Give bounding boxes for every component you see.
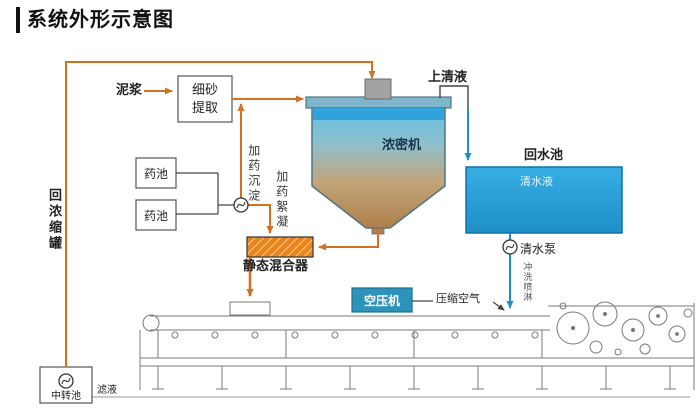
flow-lines	[65, 61, 514, 367]
chem-pool-label-2: 药池	[143, 208, 168, 223]
thickener-tank	[305, 78, 452, 235]
dosing-sedimentation-label: 加药沉淀	[246, 144, 261, 204]
supernatant-label: 上清液	[428, 69, 468, 84]
air-compressor-label: 空压机	[363, 293, 400, 308]
filtrate-label: 滤液	[97, 385, 117, 396]
slurry-label: 泥浆	[116, 82, 143, 97]
chem-pool-box-2	[135, 199, 177, 231]
thickener-label: 浓密机	[382, 137, 422, 152]
flush-spray-label: 冲洗喷淋	[522, 262, 533, 302]
clear-water-label: 清水液	[520, 176, 553, 188]
chem-pool-box-1	[135, 157, 177, 189]
transfer-pool-label: 中转池	[51, 391, 81, 402]
belt-filter-press-drawing	[92, 301, 695, 398]
pump-icon	[58, 373, 74, 389]
pump-icon	[233, 197, 249, 213]
return-tank-label: 回浓缩罐	[46, 188, 62, 252]
pump-icon	[502, 239, 518, 255]
dosing-flocculation-label: 加药絮凝	[274, 170, 289, 230]
return-pool-label: 回水池	[524, 147, 564, 162]
chem-pool-label-1: 药池	[143, 166, 168, 181]
compressed-air-label: 压缩空气	[436, 293, 480, 305]
static-mixer-shape	[246, 236, 314, 258]
clear-water-pump-label: 清水泵	[520, 242, 557, 256]
sand-extraction-box	[177, 75, 233, 123]
thickener-motor	[364, 78, 392, 100]
return-pool-tank	[465, 166, 623, 234]
page-title: 系统外形示意图	[16, 7, 174, 33]
air-compressor-box	[351, 287, 413, 313]
static-mixer-label: 静态混合器	[243, 258, 309, 273]
sand-extraction-label: 细砂提取	[191, 82, 218, 115]
